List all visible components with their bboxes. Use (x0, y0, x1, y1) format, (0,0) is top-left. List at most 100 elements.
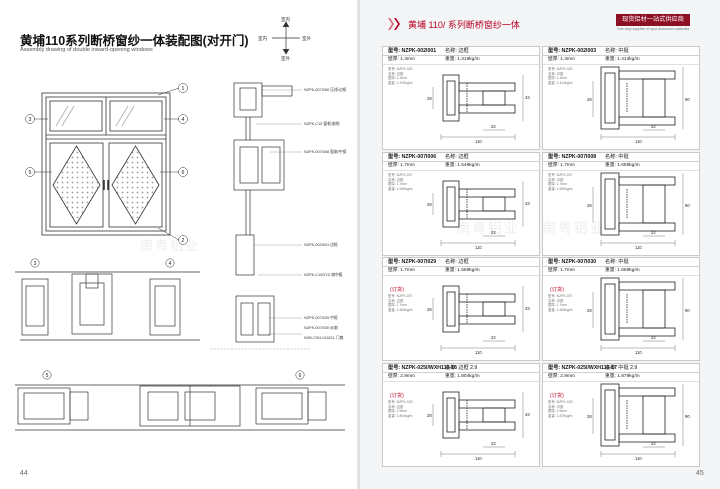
horizontal-sections (15, 384, 345, 431)
dim-22: 22 (651, 230, 656, 235)
left-page: 黄埔110系列断桥窗纱一体装配图(对开门) Assembly drawing o… (0, 0, 358, 489)
card-thickness: 壁厚: 2.9mm (548, 374, 575, 379)
dim-28: 28 (427, 202, 432, 207)
dim-height: 43 (525, 412, 530, 417)
dim-28: 28 (427, 96, 432, 101)
part-label-1: NZPK-007I006 压线/边框 (304, 87, 347, 92)
card-model: 型号: NZPK-002I001 (388, 48, 437, 54)
dim-22: 22 (491, 335, 496, 340)
order-tag: (订货) (550, 287, 564, 293)
dim-width: 110 (635, 350, 642, 355)
order-tag: (订货) (390, 287, 404, 293)
callout-label-1: 1 (182, 86, 185, 92)
card-weight: 重量: 1.804kg/m (445, 374, 480, 379)
compass-west: 室内 (258, 35, 267, 42)
dim-width: 110 (475, 456, 482, 461)
left-watermark: 南粤铝业 (140, 238, 200, 253)
card-spec-line: 壁厚: 1.3mm (388, 76, 408, 81)
right-watermark-2: 南粤铝业 (542, 220, 606, 236)
card-spec-line: 名称: 中挺 (548, 71, 564, 76)
dim-width: 110 (635, 139, 642, 144)
dim-22: 22 (491, 441, 496, 446)
card-model: 型号: NZPK-007I029 (388, 259, 437, 265)
card-weight: 重量: 1.413kg/m (605, 57, 640, 62)
detail-marker-label-3: 3 (34, 261, 37, 267)
card-spec-line: 型号: NZPK-002 (388, 67, 413, 71)
card-thickness: 壁厚: 1.3mm (388, 57, 415, 62)
callout-label-2: 2 (182, 238, 185, 244)
dim-28: 28 (587, 308, 592, 313)
card-specs-row: 壁厚: 2.9mm 重量: 1.804kg/m (383, 373, 539, 382)
part-label-6: NZPK-007I029 中挺 (304, 315, 338, 320)
title-suffix: 系列断桥窗纱一体 (445, 20, 520, 30)
card-thickness: 壁厚: 2.9mm (388, 374, 415, 379)
dim-28: 28 (427, 307, 432, 312)
page-subtitle: Assembly drawing of double inward-openin… (20, 47, 153, 53)
supplier-badge: 现货铝材一站式供应商 (616, 14, 690, 26)
window-elevation (41, 92, 171, 236)
card-header: 型号: NZPK-007I030 名称: 中挺 (543, 258, 699, 267)
dim-width: 110 (475, 350, 482, 355)
dim-22: 22 (651, 441, 656, 446)
card-model: 型号: NZPK-007I030 (548, 259, 597, 265)
card-spec-line: 重量: 1.319kg/m (388, 80, 413, 85)
card-name: 名称: 中挺 (605, 259, 629, 265)
page-title-right: 黄埔 110/ 系列断桥窗纱一体 (408, 18, 520, 31)
card-model: 型号: NZPK-002I003 (548, 48, 597, 54)
compass-north: 室内 (281, 16, 290, 23)
dim-height: 90 (685, 203, 690, 208)
card-thickness: 壁厚: 1.7mm (548, 268, 575, 273)
part-label-4: NZPK-002I001 边框 (304, 242, 338, 247)
card-model: 型号: NZPK-007I008 (548, 154, 597, 160)
dim-22: 22 (651, 124, 656, 129)
detail-marker-4 (165, 258, 175, 268)
card-name: 名称: 边框 2.9 (445, 365, 478, 371)
part-label-2: NZPK-C15 窗框/扇框 (304, 121, 340, 126)
card-spec-line: 重量: 1.659kg/m (548, 186, 573, 191)
dim-width: 110 (475, 139, 482, 144)
card-spec-line: 名称: 边框 (388, 177, 404, 182)
dim-width: 110 (635, 245, 642, 250)
book-gutter (356, 0, 362, 489)
callout-label-3: 3 (29, 117, 32, 123)
supplier-badge-sub: One-stop supplier of spot aluminum mater… (616, 27, 690, 31)
card-spec-line: 型号: NZPK-007 (548, 294, 573, 298)
page-title: 黄埔110系列断桥窗纱一体装配图(对开门) (20, 34, 249, 48)
card-spec-line: 重量: 1.879kg/m (548, 413, 573, 418)
card-spec-line: 型号: NZPK-007 (388, 294, 413, 298)
page-number-left: 44 (20, 470, 28, 477)
dim-width: 110 (475, 245, 482, 250)
profile-drawing: 110 22 43 28 (427, 391, 530, 461)
card-thickness: 壁厚: 1.7mm (388, 163, 415, 168)
dim-28: 28 (427, 413, 432, 418)
dim-width: 110 (635, 456, 642, 461)
dim-28: 28 (587, 97, 592, 102)
card-spec-line: 型号: NZPK-025 (548, 400, 573, 404)
compass-east: 室外 (302, 35, 311, 42)
card-spec-line: 壁厚: 1.3mm (548, 76, 568, 81)
card-weight: 重量: 1.879kg/m (605, 374, 640, 379)
section-details-row (15, 271, 200, 341)
dim-height: 90 (685, 308, 690, 313)
part-label-3: NZPK-007I008 窗扇/中挺 (304, 149, 347, 154)
card-name: 名称: 边框 (445, 48, 469, 54)
